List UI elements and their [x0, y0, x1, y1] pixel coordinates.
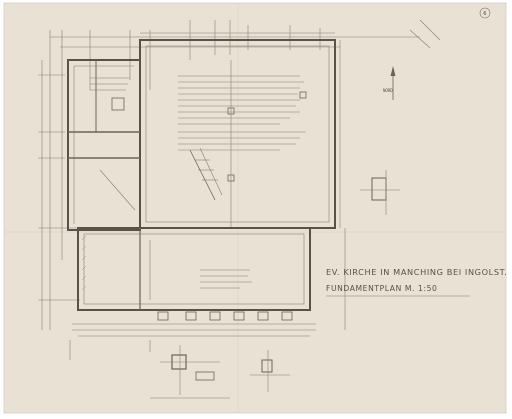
left-dimension-strip — [38, 60, 80, 330]
construction-notes — [90, 75, 306, 289]
section-details — [69, 340, 290, 399]
drawing-title: EV. KIRCHE IN MANCHING BEI INGOLST. — [326, 267, 507, 277]
south-annex-foundation — [72, 227, 316, 337]
north-arrow-icon: NORD — [383, 66, 396, 100]
drawing-subtitle: FUNDAMENTPLAN M. 1:50 — [326, 284, 438, 293]
east-entry-detail — [344, 170, 400, 330]
west-annex-foundation — [67, 59, 141, 231]
paper-sheet — [3, 2, 507, 414]
sheet-number-circle — [479, 7, 491, 19]
north-label: NORD — [383, 88, 393, 93]
sheet-number: 6 — [483, 11, 486, 17]
